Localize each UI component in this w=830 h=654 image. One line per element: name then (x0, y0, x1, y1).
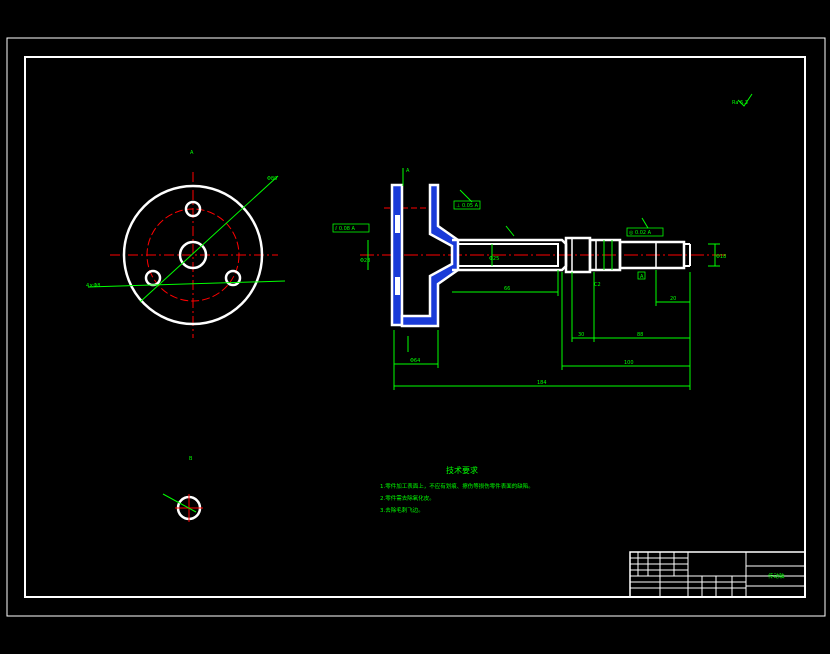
tolerance-frame-3: ◎ 0.02 A (626, 227, 664, 237)
flange-section (390, 183, 460, 328)
roughness-symbol: Ra 6.3 (732, 93, 753, 107)
tolerance-frame-1: ⫽ 0.08 A (332, 223, 370, 233)
tolerance-frame-2: ⊥ 0.05 A (453, 200, 481, 210)
svg-text:20: 20 (670, 296, 676, 302)
svg-text:C2: C2 (594, 282, 601, 288)
tech-req-item-2: 2.零件需去除氧化皮。 (380, 494, 435, 502)
svg-text:Φ80: Φ80 (267, 176, 277, 182)
title-block (629, 551, 806, 598)
sheet-inner-border (24, 56, 806, 598)
datum-label: A (640, 274, 644, 280)
roughness-text: Ra 6.3 (732, 100, 748, 106)
dimension-lines (367, 168, 720, 390)
svg-text:100: 100 (624, 360, 634, 366)
svg-text:⊥ 0.05 A: ⊥ 0.05 A (456, 203, 479, 209)
tech-req-title: 技术要求 (446, 465, 478, 475)
front-section-view: ⫽ 0.08 A ⊥ 0.05 A ◎ 0.02 A A (332, 168, 728, 390)
svg-text:4×Φ8: 4×Φ8 (86, 283, 101, 289)
svg-text:A: A (406, 168, 410, 174)
tech-req-item-1: 1.零件加工表面上，不应有划痕、擦伤等损伤零件表面的缺陷。 (380, 482, 534, 490)
svg-text:Φ28: Φ28 (360, 258, 370, 264)
svg-text:184: 184 (537, 380, 547, 386)
svg-text:30: 30 (578, 332, 584, 338)
dimension-texts: 184 100 88 30 66 20 Φ64 Φ28 Φ25 Φ18 C2 A (360, 168, 726, 386)
tech-req-item-3: 3.去除毛刺飞边。 (380, 506, 424, 514)
svg-text:Φ18: Φ18 (716, 254, 726, 260)
end-view-label: A (190, 150, 194, 156)
svg-text:Φ64: Φ64 (410, 358, 420, 364)
technical-requirements: 技术要求 1.零件加工表面上，不应有划痕、擦伤等损伤零件表面的缺陷。 2.零件需… (380, 465, 534, 514)
detail-view-b: B (162, 456, 203, 522)
sheet-outer-border (6, 37, 826, 617)
svg-text:66: 66 (504, 286, 510, 292)
small-view-label: B (189, 456, 193, 462)
svg-text:⫽ 0.08 A: ⫽ 0.08 A (334, 226, 356, 232)
shaft-body (452, 236, 691, 274)
end-view: A Φ80 4×Φ8 (86, 150, 286, 338)
svg-text:88: 88 (637, 332, 643, 338)
svg-text:Φ25: Φ25 (489, 256, 499, 262)
svg-text:◎ 0.02 A: ◎ 0.02 A (629, 230, 652, 236)
title-block-part-name: 传动轴 (768, 572, 785, 580)
